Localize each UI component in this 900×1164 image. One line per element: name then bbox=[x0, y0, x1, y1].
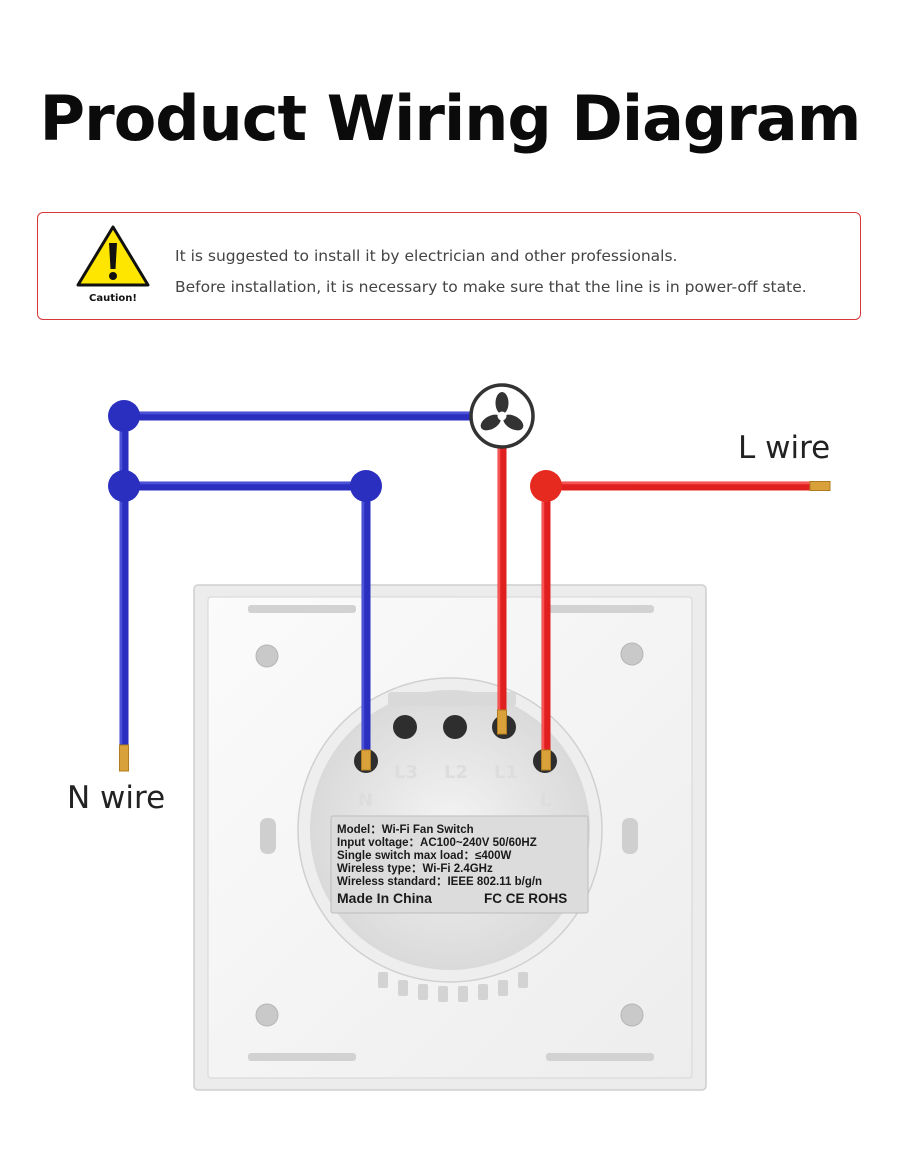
fan-icon bbox=[469, 383, 535, 449]
plate-slot bbox=[260, 818, 276, 854]
n-wire-label: N wire bbox=[67, 780, 166, 816]
live-junction bbox=[530, 470, 562, 502]
l-wire-label: L wire bbox=[738, 430, 831, 466]
screw-hole bbox=[255, 644, 279, 668]
terminal-l2 bbox=[443, 715, 467, 739]
terminal-label-n: N bbox=[358, 790, 373, 811]
page-title: Product Wiring Diagram bbox=[39, 82, 862, 155]
spec-label bbox=[330, 815, 589, 914]
terminal-label-l: L bbox=[540, 790, 551, 811]
terminal-label-l1: L1 bbox=[494, 762, 518, 783]
screw-hole bbox=[255, 1003, 279, 1027]
spec-line-1: Model：Wi-Fi Fan Switch bbox=[337, 824, 474, 836]
terminal-label-l2: L2 bbox=[444, 762, 468, 783]
n-wire-copper-end bbox=[119, 744, 129, 772]
caution-box: Caution! It is suggested to install it b… bbox=[37, 212, 861, 320]
spec-line-3: Single switch max load：≤400W bbox=[337, 850, 512, 862]
neutral-junction bbox=[108, 400, 140, 432]
l-terminal-copper bbox=[541, 749, 551, 771]
certification-marks: FC CE ROHS bbox=[484, 891, 567, 906]
made-in-china: Made In China bbox=[337, 890, 432, 906]
plate-slot bbox=[546, 1053, 654, 1061]
terminal-label-l3: L3 bbox=[394, 762, 418, 783]
plate-slot bbox=[248, 1053, 356, 1061]
warning-triangle-icon bbox=[76, 225, 150, 287]
live-wires bbox=[497, 440, 812, 752]
plate-slot bbox=[248, 605, 356, 613]
screw-hole bbox=[620, 642, 644, 666]
neutral-junction bbox=[350, 470, 382, 502]
l1-terminal-copper bbox=[497, 709, 507, 735]
screw-hole bbox=[620, 1003, 644, 1027]
caution-line-2: Before installation, it is necessary to … bbox=[175, 278, 807, 296]
plate-slot bbox=[622, 818, 638, 854]
caution-text: It is suggested to install it by electri… bbox=[175, 241, 807, 303]
spec-line-4: Wireless type：Wi-Fi 2.4GHz bbox=[337, 863, 493, 875]
terminal-shelf bbox=[388, 692, 516, 706]
terminal-l3 bbox=[393, 715, 417, 739]
neutral-junction bbox=[108, 470, 140, 502]
caution-line-1: It is suggested to install it by electri… bbox=[175, 247, 678, 265]
plate-slot bbox=[546, 605, 654, 613]
caution-label: Caution! bbox=[89, 293, 137, 304]
l-wire-copper-end bbox=[809, 481, 831, 491]
spec-line-5: Wireless standard：IEEE 802.11 b/g/n bbox=[337, 876, 542, 888]
n-terminal-copper bbox=[361, 749, 371, 771]
module-vents bbox=[378, 972, 528, 1002]
spec-line-2: Input voltage：AC100~240V 50/60HZ bbox=[337, 837, 537, 849]
